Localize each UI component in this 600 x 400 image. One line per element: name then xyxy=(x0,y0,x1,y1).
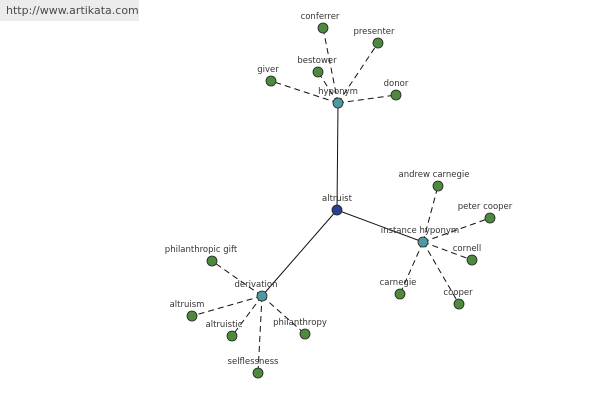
node-conferrer-dot[interactable] xyxy=(317,22,329,34)
node-peter-cooper-label[interactable]: peter cooper xyxy=(458,202,513,212)
node-instance-hyponym-label[interactable]: instance hyponym xyxy=(381,226,459,236)
node-altruism-dot[interactable] xyxy=(186,310,198,322)
edge-altruist-to-derivation xyxy=(261,209,338,297)
node-andrew-carnegie-dot[interactable] xyxy=(432,180,444,192)
node-carnegie[interactable]: carnegie xyxy=(380,278,417,300)
node-presenter[interactable]: presenter xyxy=(353,27,395,49)
node-peter-cooper-dot[interactable] xyxy=(484,212,496,224)
node-altruistic-dot[interactable] xyxy=(226,330,238,342)
node-philanthropic-gift-dot[interactable] xyxy=(206,255,218,267)
node-andrew-carnegie[interactable]: andrew carnegie xyxy=(398,170,470,192)
node-altruist-label[interactable]: altruist xyxy=(322,194,353,204)
node-hyponym[interactable]: hyponym xyxy=(318,87,358,109)
node-philanthropy[interactable]: philanthropy xyxy=(273,318,327,340)
node-cornell[interactable]: cornell xyxy=(453,244,482,266)
edge-derivation-to-philanthropic-gift xyxy=(211,260,263,297)
node-selflessness[interactable]: selflessness xyxy=(228,357,280,379)
node-cooper-label[interactable]: cooper xyxy=(443,288,473,298)
node-andrew-carnegie-label[interactable]: andrew carnegie xyxy=(398,170,469,180)
node-bestower-dot[interactable] xyxy=(312,66,324,78)
node-cooper-dot[interactable] xyxy=(453,298,465,310)
node-altruist-dot[interactable] xyxy=(331,204,343,216)
node-derivation[interactable]: derivation xyxy=(234,280,278,302)
node-hyponym-label[interactable]: hyponym xyxy=(318,87,358,97)
node-presenter-label[interactable]: presenter xyxy=(353,27,395,37)
nodes-layer: altruist hyponym instance hyponym derivatio… xyxy=(165,12,513,379)
node-conferrer[interactable]: conferrer xyxy=(301,12,340,34)
edge-derivation-to-altruistic xyxy=(231,295,263,337)
node-carnegie-label[interactable]: carnegie xyxy=(380,278,417,288)
node-hyponym-dot[interactable] xyxy=(332,97,344,109)
edge-altruist-to-instance-hyponym xyxy=(336,209,424,243)
node-philanthropic-gift-label[interactable]: philanthropic gift xyxy=(165,245,238,255)
node-selflessness-dot[interactable] xyxy=(252,367,264,379)
edge-derivation-to-philanthropy xyxy=(261,295,306,335)
edge-instance-hyponym-to-cooper xyxy=(422,241,460,305)
edge-derivation-to-altruism xyxy=(191,295,263,317)
edge-hyponym-to-bestower xyxy=(317,71,339,104)
node-cornell-dot[interactable] xyxy=(466,254,478,266)
node-cornell-label[interactable]: cornell xyxy=(453,244,482,254)
edge-instance-hyponym-to-peter-cooper xyxy=(422,217,491,243)
node-peter-cooper[interactable]: peter cooper xyxy=(458,202,513,224)
node-altruism[interactable]: altruism xyxy=(170,300,205,322)
node-altruistic-label[interactable]: altruistic xyxy=(206,320,243,330)
node-derivation-dot[interactable] xyxy=(256,290,268,302)
node-giver-label[interactable]: giver xyxy=(257,65,279,75)
node-giver[interactable]: giver xyxy=(257,65,279,87)
node-donor-label[interactable]: donor xyxy=(384,79,409,89)
node-donor-dot[interactable] xyxy=(390,89,402,101)
node-bestower[interactable]: bestower xyxy=(297,56,337,78)
node-derivation-label[interactable]: derivation xyxy=(234,280,277,290)
edge-altruist-to-hyponym xyxy=(336,102,339,211)
node-philanthropic-gift[interactable]: philanthropic gift xyxy=(165,245,238,267)
node-philanthropy-dot[interactable] xyxy=(299,328,311,340)
edge-hyponym-to-presenter xyxy=(337,42,379,104)
node-presenter-dot[interactable] xyxy=(372,37,384,49)
node-philanthropy-label[interactable]: philanthropy xyxy=(273,318,327,328)
node-altruistic[interactable]: altruistic xyxy=(206,320,243,342)
site-url-link[interactable]: http://www.artikata.com xyxy=(0,0,139,21)
edge-derivation-to-selflessness xyxy=(257,295,263,374)
node-instance-hyponym-dot[interactable] xyxy=(417,236,429,248)
node-carnegie-dot[interactable] xyxy=(394,288,406,300)
edges-layer xyxy=(191,27,491,374)
node-cooper[interactable]: cooper xyxy=(443,288,473,310)
node-selflessness-label[interactable]: selflessness xyxy=(228,357,280,367)
node-altruism-label[interactable]: altruism xyxy=(170,300,205,310)
node-conferrer-label[interactable]: conferrer xyxy=(301,12,340,22)
edge-hyponym-to-giver xyxy=(270,80,339,104)
node-bestower-label[interactable]: bestower xyxy=(297,56,337,66)
edge-instance-hyponym-to-cornell xyxy=(422,241,473,261)
edge-hyponym-to-conferrer xyxy=(322,27,339,104)
node-instance-hyponym[interactable]: instance hyponym xyxy=(381,226,459,248)
node-giver-dot[interactable] xyxy=(265,75,277,87)
node-altruist[interactable]: altruist xyxy=(322,194,353,216)
node-donor[interactable]: donor xyxy=(384,79,409,101)
